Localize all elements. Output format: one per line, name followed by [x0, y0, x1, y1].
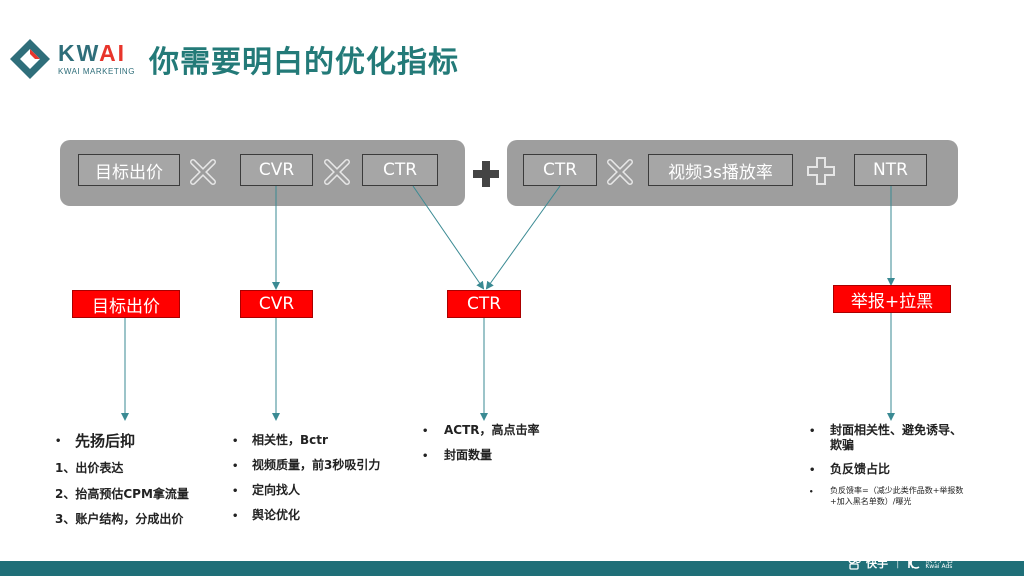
metric-cvr: CVR — [240, 290, 313, 318]
bid-heading: 先扬后抑 — [75, 432, 136, 450]
bullet-icon: • — [809, 465, 816, 476]
logo-subtitle: KWAI MARKETING — [58, 67, 135, 76]
term-ctr: CTR — [362, 154, 438, 186]
bullet-icon: • — [55, 436, 62, 447]
plus-icon — [807, 157, 835, 185]
term-cvr: CVR — [240, 154, 313, 186]
term-ntr: NTR — [854, 154, 927, 186]
kuaishou-ads-logo-icon — [908, 557, 920, 569]
ntr-formula-note: 负反馈率=（减少此类作品数+举报数 — [830, 486, 964, 495]
metric-target-bid: 目标出价 — [72, 290, 180, 318]
bullet-icon: • — [809, 426, 816, 437]
list-item: 定向找人 — [252, 483, 301, 497]
multiply-icon — [190, 159, 216, 185]
bullet-icon: • — [232, 511, 239, 522]
kwai-logo-icon — [10, 39, 50, 79]
list-item: 2、抬高预估CPM拿流量 — [55, 487, 189, 501]
page-title: 你需要明白的优化指标 — [149, 45, 459, 80]
multiply-icon — [607, 159, 633, 185]
footer-brand-name: 快手 — [866, 557, 888, 570]
term-video-3s-rate: 视频3s播放率 — [648, 154, 793, 186]
ctr-list: • ACTR，高点击率 • 封面数量 — [422, 423, 602, 468]
list-item: 相关性，Bctr — [252, 433, 328, 447]
term-ctr-right: CTR — [523, 154, 597, 186]
list-item: 1、出价表达 — [55, 461, 124, 475]
logo-wordmark: KWAI — [58, 40, 127, 66]
cvr-list: • 相关性，Bctr • 视频质量，前3秒吸引力 • 定向找人 • 舆论优化 — [232, 433, 412, 528]
bullet-icon: • — [232, 461, 239, 472]
list-item: 舆论优化 — [252, 508, 301, 522]
list-item: 封面相关性、避免诱导、 — [830, 423, 963, 437]
footer-ads-sub: Kwai Ads — [925, 562, 953, 570]
metric-report-block: 举报+拉黑 — [833, 285, 951, 313]
list-item: 负反馈占比 — [830, 462, 891, 476]
footer-divider: | — [896, 557, 900, 569]
footer-ads-name: 快手广告 — [925, 555, 954, 564]
footer-brand: 快手 | 快手广告 Kwai Ads — [848, 552, 953, 574]
bullet-icon: • — [422, 451, 429, 462]
bullet-icon: • — [232, 436, 239, 447]
list-item: 3、账户结构，分成出价 — [55, 512, 184, 526]
kuaishou-logo-icon — [848, 556, 862, 570]
bullet-icon: • — [422, 426, 429, 437]
footer-bar — [0, 561, 1024, 576]
plus-icon — [473, 161, 499, 187]
list-item: 视频质量，前3秒吸引力 — [252, 458, 381, 472]
ntr-formula-note: +加入黑名单数）/曝光 — [830, 497, 912, 506]
list-item: 欺骗 — [830, 438, 855, 452]
bid-list: • 先扬后抑 1、出价表达 2、抬高预估CPM拿流量 3、账户结构，分成出价 — [55, 432, 235, 532]
term-target-bid: 目标出价 — [78, 154, 180, 186]
multiply-icon — [324, 159, 350, 185]
ntr-list: • 封面相关性、避免诱导、 欺骗 • 负反馈占比 • 负反馈率=（减少此类作品数… — [809, 423, 1014, 523]
metric-ctr: CTR — [447, 290, 521, 318]
list-item: ACTR，高点击率 — [444, 423, 540, 437]
list-item: 封面数量 — [444, 448, 493, 462]
bullet-icon: • — [232, 486, 239, 497]
bullet-icon: • — [809, 488, 814, 496]
footer-ads-brand: 快手广告 Kwai Ads — [925, 555, 954, 570]
